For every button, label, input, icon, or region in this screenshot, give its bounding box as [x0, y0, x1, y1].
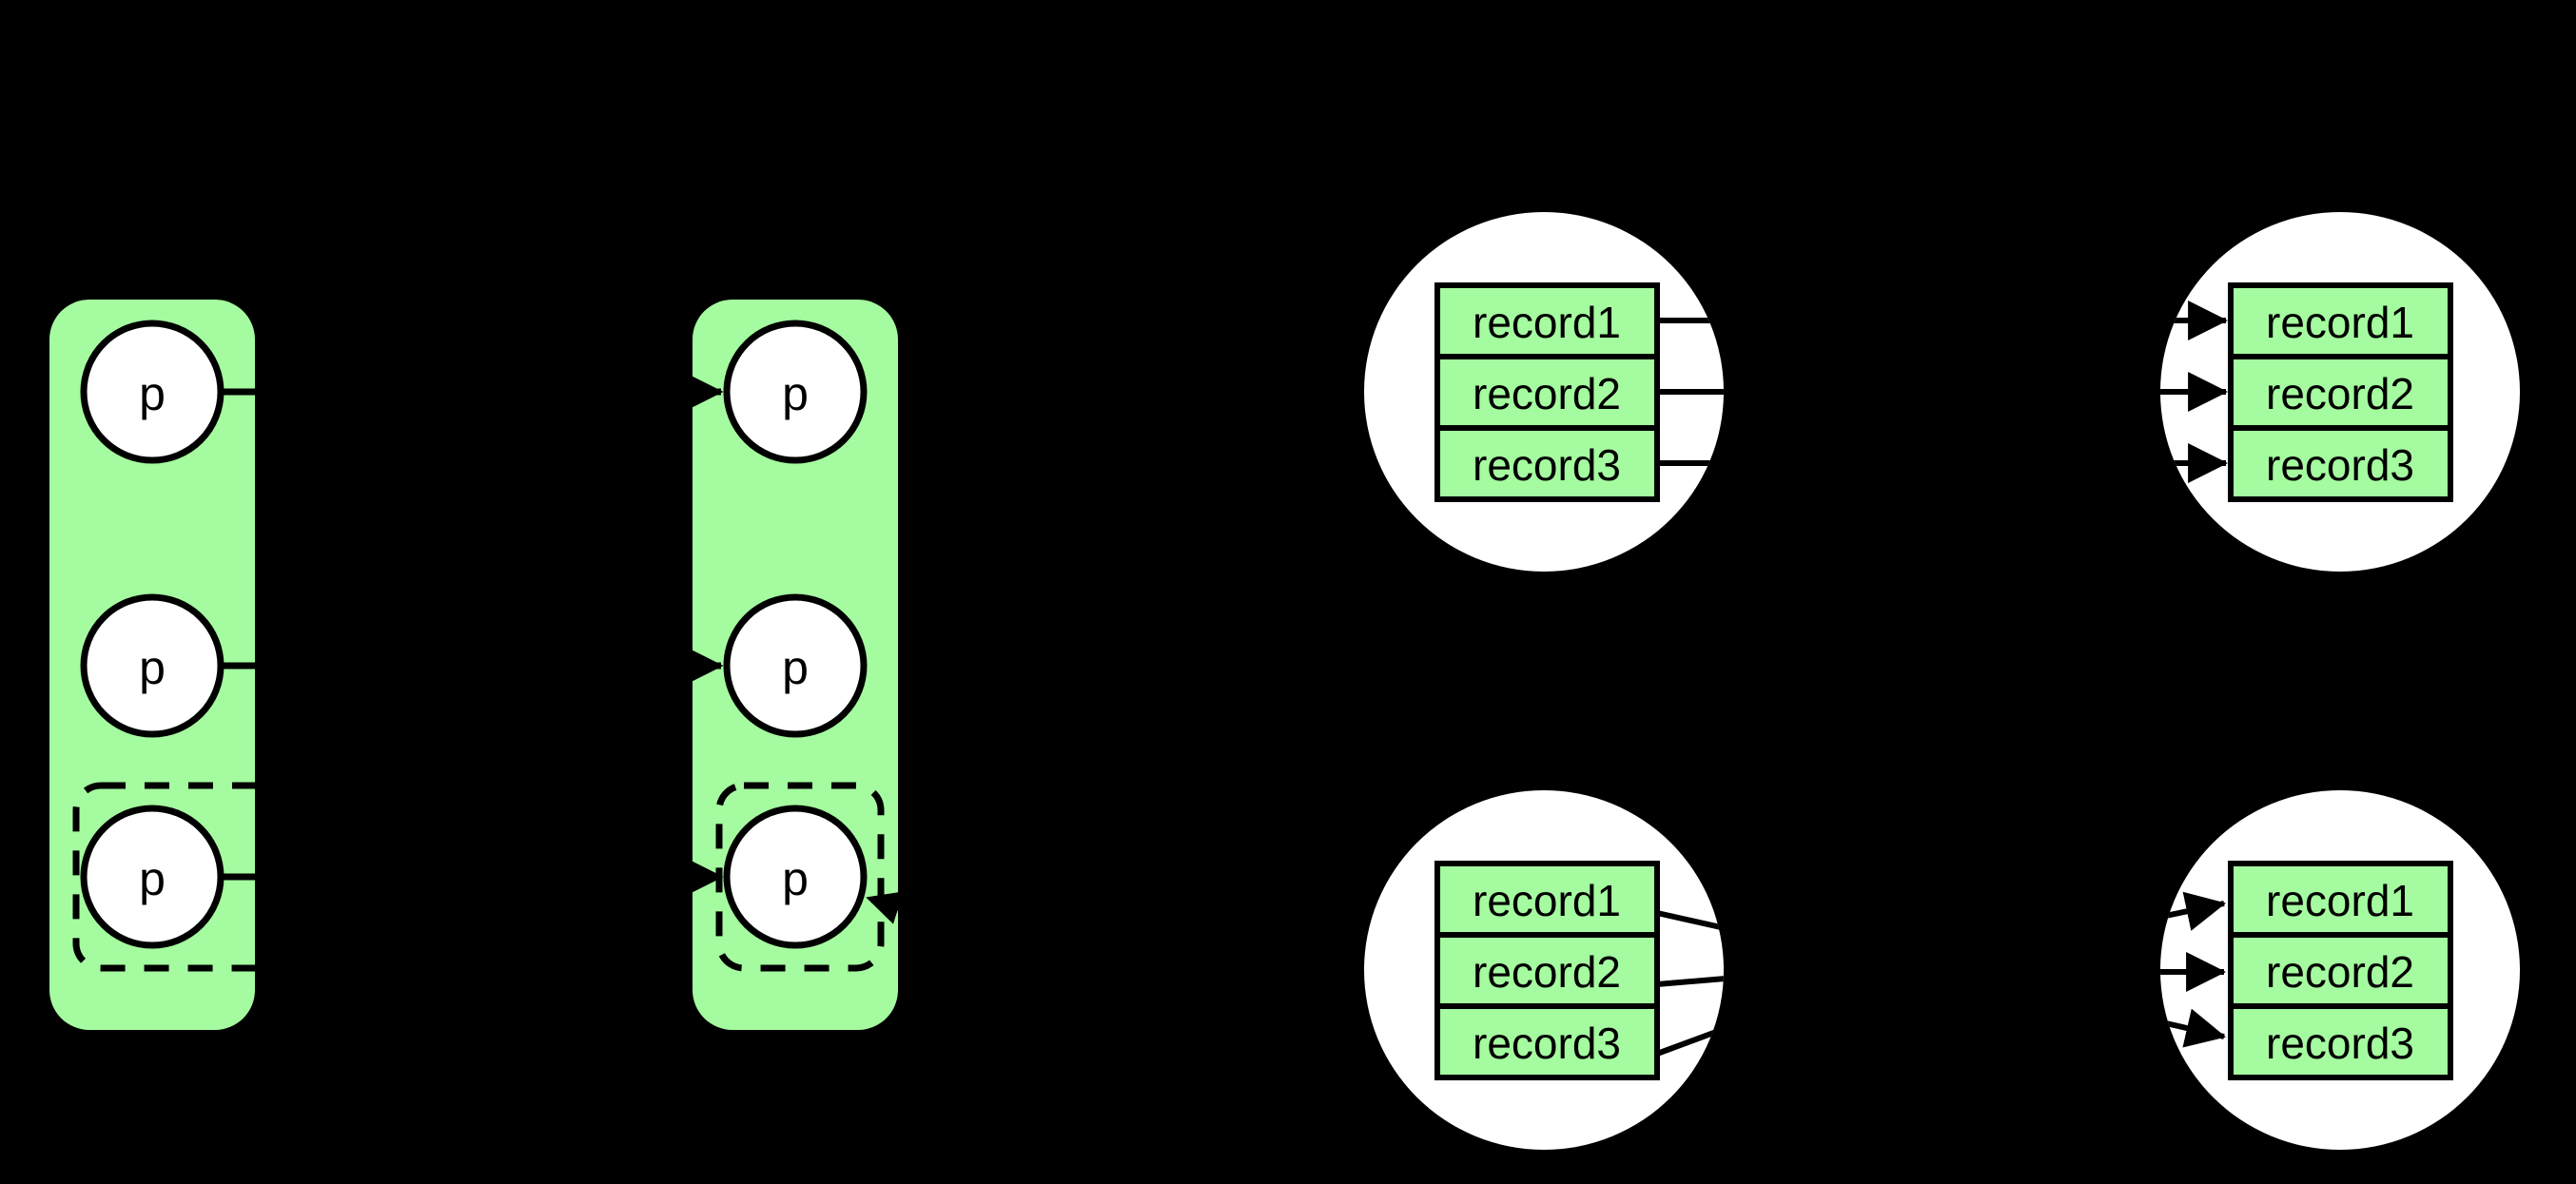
record-row-label: record1 — [1473, 876, 1621, 925]
record-edge-out-2 — [1656, 967, 1724, 987]
record-table[interactable]: record1 record2 record3 — [1434, 861, 1660, 1080]
process-node[interactable]: p — [80, 320, 224, 464]
record-circle-bottom-left[interactable]: record1 record2 record3 — [1364, 790, 1826, 1150]
record-circle-bottom-right[interactable]: record1 record2 record3 — [2112, 790, 2520, 1150]
process-node[interactable]: p — [723, 593, 868, 738]
record-row-label: record2 — [1473, 947, 1621, 997]
process-node-label: p — [139, 852, 166, 905]
dashed-incoming-arrow — [866, 891, 933, 924]
record-table[interactable]: record1 record2 record3 — [2228, 861, 2453, 1080]
record-circle-top-right[interactable]: record1 record2 record3 — [2121, 212, 2520, 572]
process-node-label: p — [139, 367, 166, 420]
record-row-label: record3 — [2266, 1019, 2414, 1068]
process-node-label: p — [782, 852, 809, 905]
record-row-label: record1 — [2266, 298, 2414, 347]
process-node-label: p — [782, 641, 809, 694]
process-group-source[interactable]: p p p — [49, 300, 342, 1030]
record-row-label: record3 — [1473, 440, 1621, 490]
record-row-label: record2 — [2266, 947, 2414, 997]
record-table[interactable]: record1 record2 record3 — [2228, 282, 2453, 502]
process-node[interactable]: p — [80, 593, 224, 738]
record-table[interactable]: record1 record2 record3 — [1434, 282, 1660, 502]
record-edge-out-1 — [1656, 910, 1724, 954]
process-node-highlighted[interactable]: p — [80, 805, 224, 949]
record-circle-top-left[interactable]: record1 record2 record3 — [1364, 212, 1807, 572]
record-row-label: record1 — [1473, 298, 1621, 347]
process-node[interactable]: p — [723, 320, 868, 464]
process-node-label: p — [139, 641, 166, 694]
process-node-highlighted[interactable]: p — [723, 805, 868, 949]
record-edge-out-3 — [1655, 988, 1724, 1057]
record-row-label: record3 — [1473, 1019, 1621, 1068]
process-node-label: p — [782, 367, 809, 420]
record-row-label: record1 — [2266, 876, 2414, 925]
record-row-label: record3 — [2266, 440, 2414, 490]
record-row-label: record2 — [2266, 369, 2414, 418]
record-row-label: record2 — [1473, 369, 1621, 418]
process-group-target[interactable]: p p p — [647, 300, 933, 1030]
